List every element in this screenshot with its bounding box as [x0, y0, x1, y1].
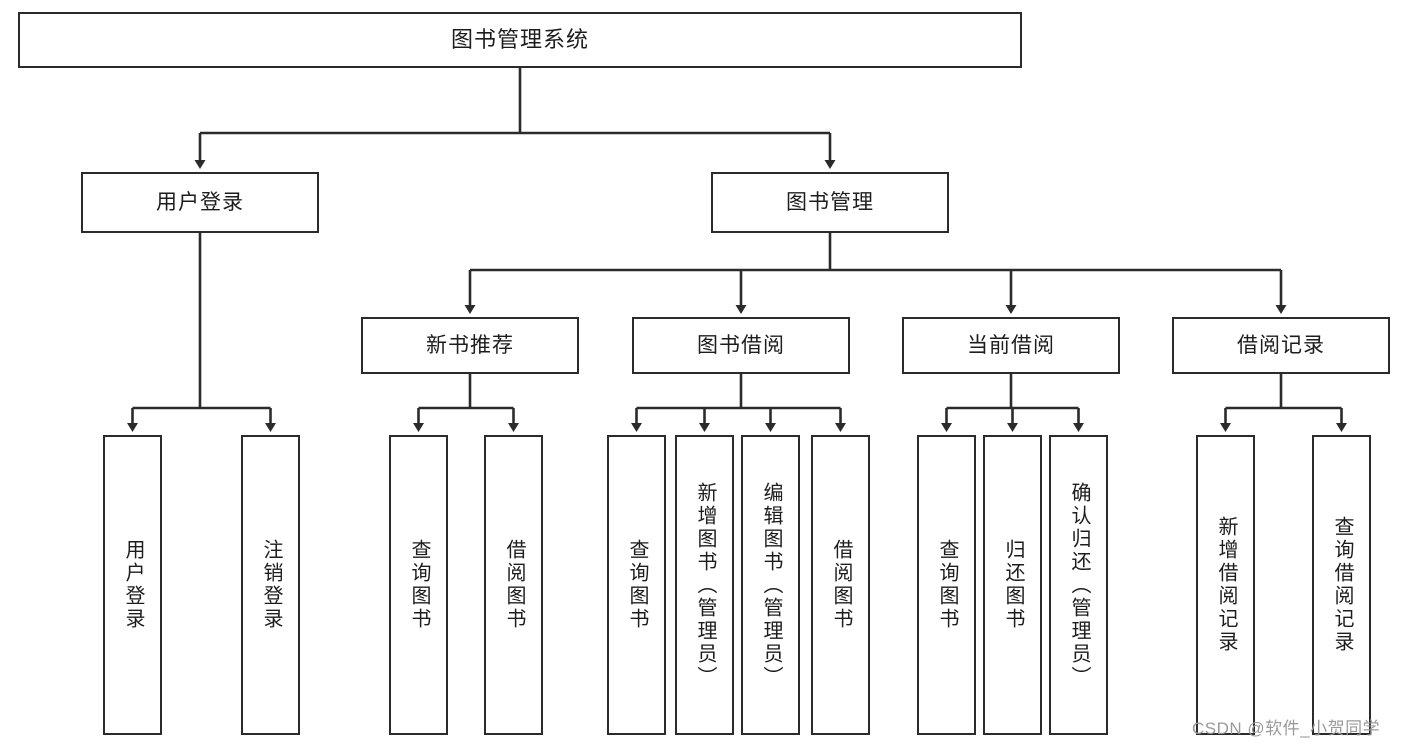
node-l3-bor-3[interactable]: 编辑图书（管理员） [741, 435, 800, 735]
node-label: 编辑图书（管理员） [760, 481, 782, 689]
node-l3-cur-1[interactable]: 查询图书 [917, 435, 976, 735]
node-l2-borrow[interactable]: 图书借阅 [632, 317, 850, 374]
node-label: 用户登录 [122, 539, 144, 631]
node-label: 查询图书 [936, 539, 958, 631]
node-l2-record[interactable]: 借阅记录 [1172, 317, 1390, 374]
node-l3-rec-1[interactable]: 新增借阅记录 [1196, 435, 1255, 735]
node-l3-bor-2[interactable]: 新增图书（管理员） [675, 435, 734, 735]
node-l3-login-1[interactable]: 用户登录 [103, 435, 162, 735]
node-label: 查询图书 [408, 539, 430, 631]
watermark: CSDN @软件_小贺同学 [1192, 719, 1381, 738]
node-label: 新增借阅记录 [1215, 516, 1237, 654]
node-l3-cur-3[interactable]: 确认归还（管理员） [1049, 435, 1108, 735]
node-label: 借阅图书 [503, 539, 525, 631]
node-label: 注销登录 [260, 539, 282, 631]
node-label: 图书管理 [786, 190, 874, 214]
node-l3-rec-2[interactable]: 查询借阅记录 [1312, 435, 1371, 735]
node-l2-current[interactable]: 当前借阅 [902, 317, 1120, 374]
node-label: 借阅图书 [830, 539, 852, 631]
node-label: 图书借阅 [697, 333, 785, 357]
node-l3-login-2[interactable]: 注销登录 [241, 435, 300, 735]
node-label: 当前借阅 [967, 333, 1055, 357]
node-label: 查询借阅记录 [1331, 516, 1353, 654]
node-label: 用户登录 [156, 190, 244, 214]
node-l1-login[interactable]: 用户登录 [81, 172, 319, 233]
node-label: 归还图书 [1002, 539, 1024, 631]
node-label: 确认归还（管理员） [1068, 481, 1090, 689]
node-root[interactable]: 图书管理系统 [18, 12, 1022, 68]
node-label: 图书管理系统 [450, 26, 589, 52]
node-label: 新书推荐 [426, 333, 514, 357]
node-l3-bor-4[interactable]: 借阅图书 [811, 435, 870, 735]
node-l3-new-2[interactable]: 借阅图书 [484, 435, 543, 735]
node-l3-new-1[interactable]: 查询图书 [389, 435, 448, 735]
node-label: 新增图书（管理员） [694, 481, 716, 689]
node-l2-newbook[interactable]: 新书推荐 [361, 317, 579, 374]
node-label: 查询图书 [626, 539, 648, 631]
node-l3-cur-2[interactable]: 归还图书 [983, 435, 1042, 735]
node-label: 借阅记录 [1237, 333, 1325, 357]
node-l1-bookmgmt[interactable]: 图书管理 [711, 172, 949, 233]
node-l3-bor-1[interactable]: 查询图书 [607, 435, 666, 735]
